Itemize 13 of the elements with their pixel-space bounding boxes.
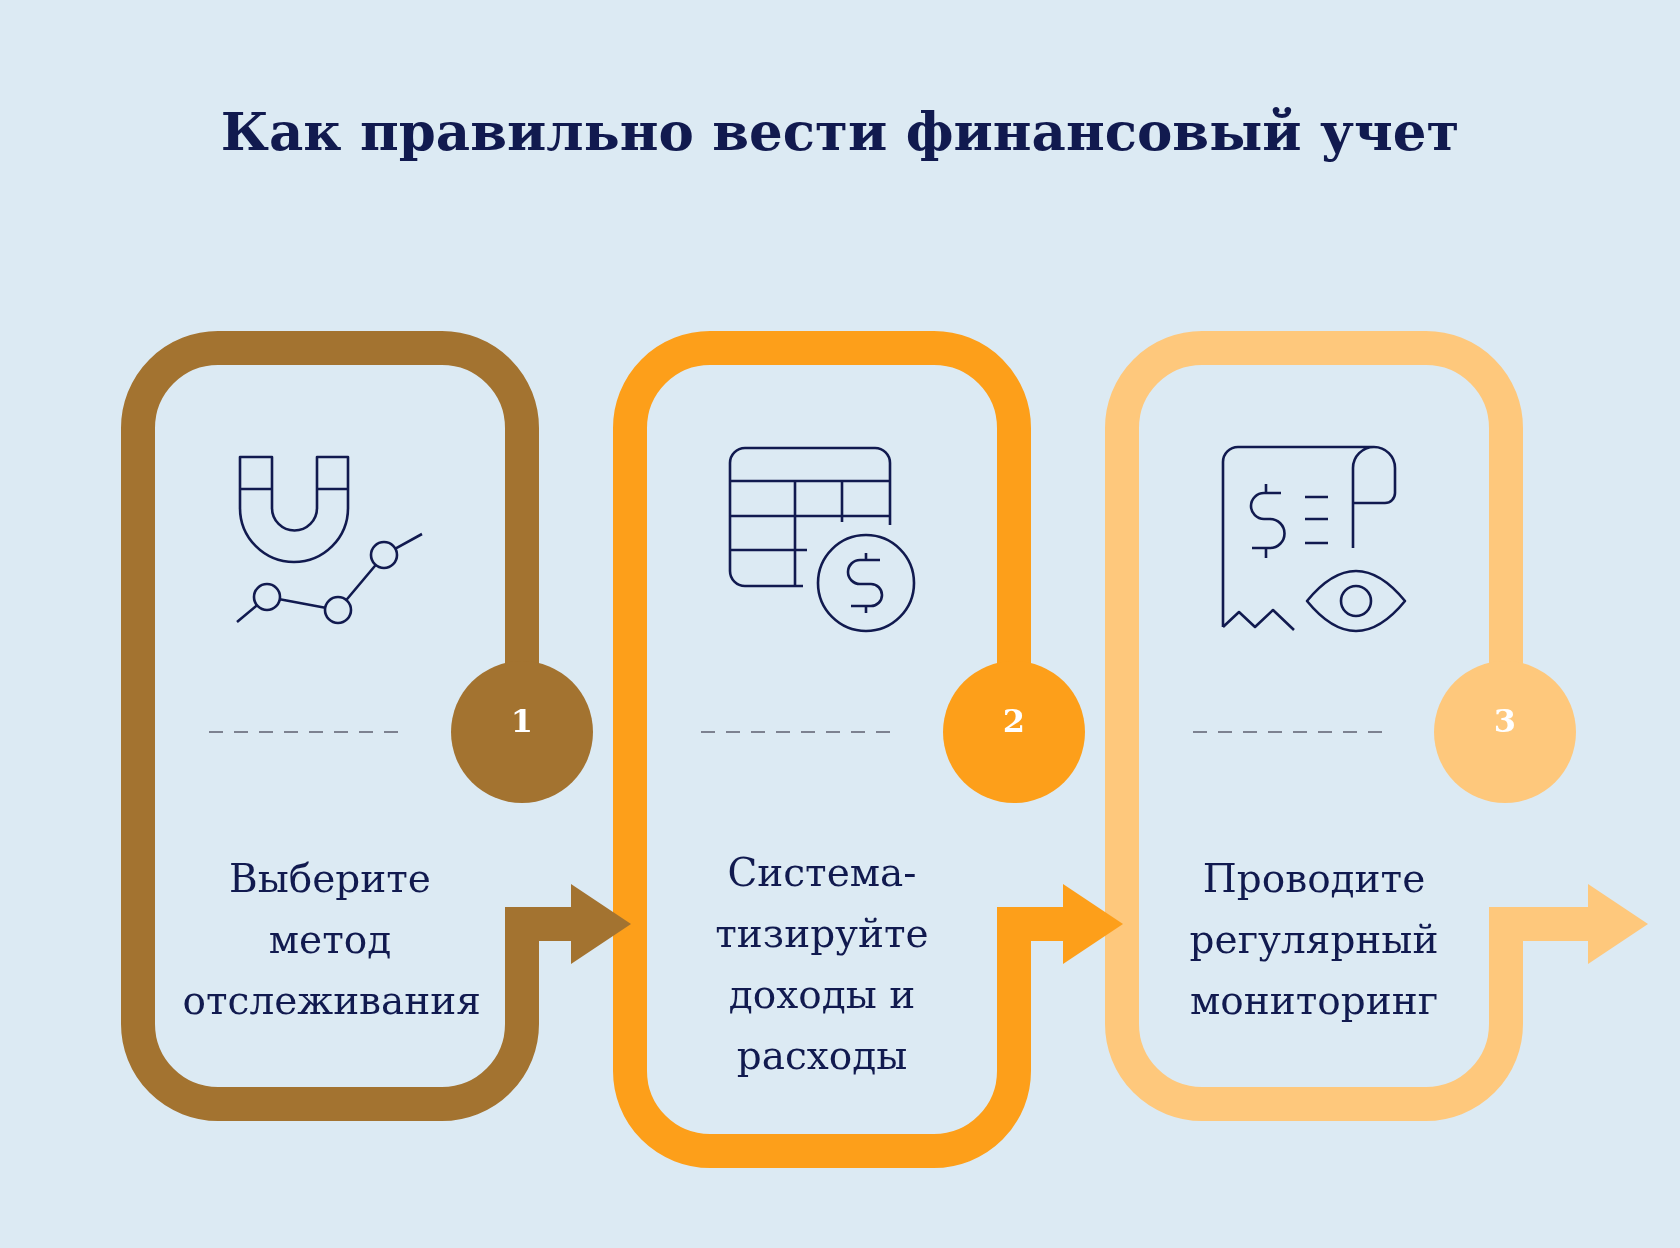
step-number-circle: 1: [451, 661, 593, 803]
title: Как правильно вести финансовый учет: [220, 100, 1460, 164]
arrow: [539, 884, 631, 964]
step-frame: [121, 331, 539, 1121]
arrow: [1031, 884, 1123, 964]
step-text: Проводите регулярный мониторинг: [1188, 855, 1440, 1025]
step-text: Система- тизируйте доходы и расходы: [714, 849, 930, 1080]
step-number-circle: 3: [1434, 661, 1576, 803]
step-number-circle: 2: [943, 661, 1085, 803]
step-frame: [613, 331, 1031, 1168]
arrow: [1523, 884, 1648, 964]
step-frame: [1105, 331, 1523, 1121]
step-text: Выберите метод отслеживания: [182, 855, 478, 1025]
